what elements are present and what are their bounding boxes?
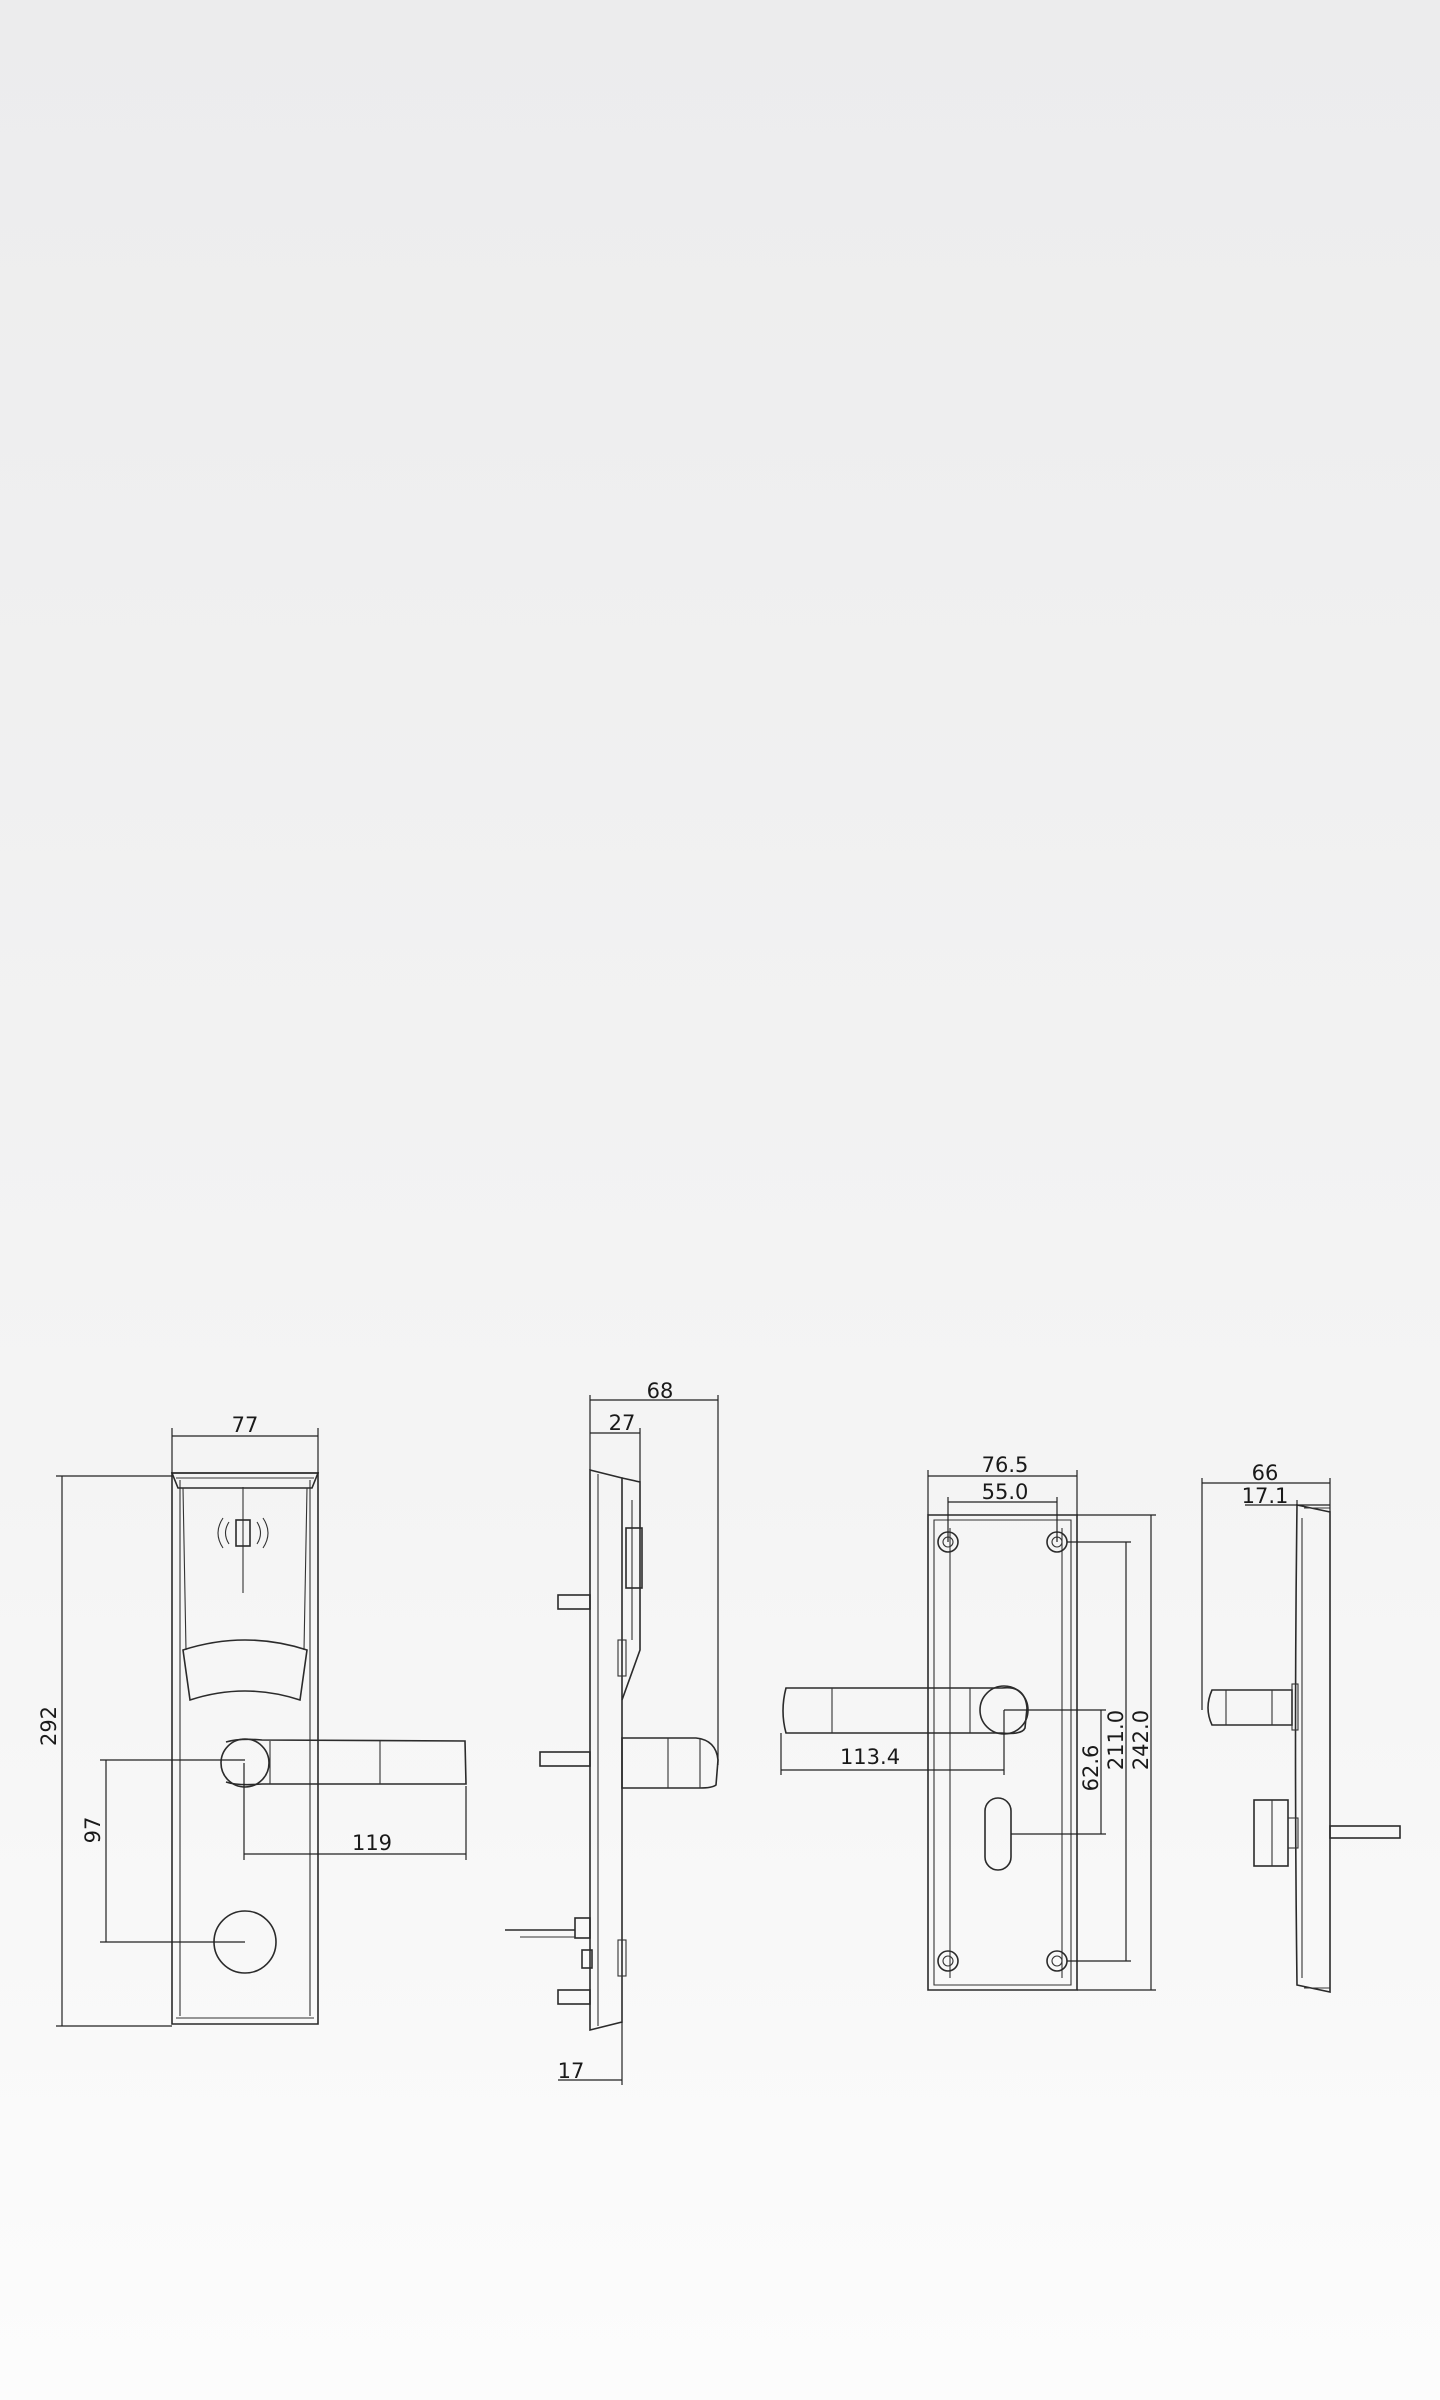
edge-view: 66 17.1: [1201, 1461, 1401, 1993]
back-lever-label: 113.4: [840, 1745, 900, 1769]
side-depth-label: 68: [647, 1379, 674, 1403]
front-view: 77 292 97 119: [37, 1413, 467, 2027]
edge-plate-label: 17.1: [1242, 1484, 1289, 1508]
front-cylinder-label: 97: [81, 1817, 105, 1844]
back-hole-height-label: 211.0: [1104, 1710, 1128, 1770]
back-view: 76.5 55.0 113.4 62.6 211.0 242.0: [780, 1453, 1156, 1991]
edge-depth-label: 66: [1252, 1461, 1279, 1485]
back-spindle-label: 62.6: [1079, 1745, 1103, 1792]
back-hole-spacing-label: 55.0: [982, 1480, 1029, 1504]
front-width-label: 77: [232, 1413, 259, 1437]
back-plate-width-label: 76.5: [982, 1453, 1029, 1477]
front-height-label: 292: [37, 1706, 61, 1746]
rfid-icon: [217, 1487, 269, 1593]
side-plate-label: 17: [558, 2059, 585, 2083]
front-lever-label: 119: [352, 1831, 392, 1855]
lever-handle: [220, 1738, 467, 1788]
side-view: 68 27 17: [505, 1379, 719, 2085]
back-plate-height-label: 242.0: [1129, 1710, 1153, 1770]
side-body-label: 27: [609, 1411, 636, 1435]
